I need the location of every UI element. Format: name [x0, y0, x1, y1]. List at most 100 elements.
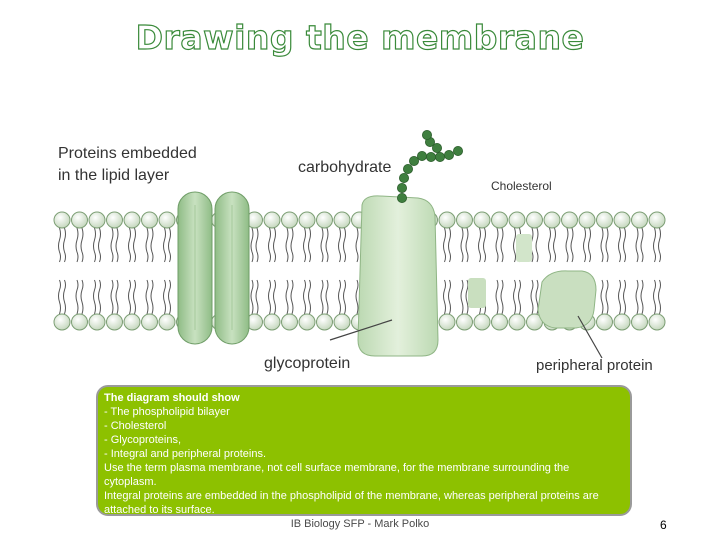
lipid-tail	[495, 227, 499, 263]
lipid-tail	[548, 227, 551, 263]
lipid-tail	[273, 279, 276, 315]
label-glycoprotein: glycoprotein	[264, 355, 350, 372]
lipid-tail	[483, 227, 486, 263]
lipid-tail	[308, 227, 311, 263]
notes-paragraph-integral-peripheral: Integral proteins are embedded in the ph…	[104, 490, 599, 516]
sugar-bead	[434, 151, 445, 162]
lipid-tail	[325, 227, 329, 263]
phospholipid-head	[333, 313, 351, 331]
lipid-tails-outer	[58, 227, 661, 263]
phospholipid-heads-outer	[53, 211, 666, 229]
lipid-tail	[465, 279, 469, 315]
phospholipid-head	[53, 313, 71, 331]
lipid-tail	[80, 227, 84, 263]
lipid-tail	[63, 227, 66, 263]
sugar-bead	[431, 142, 442, 153]
phospholipid-head	[281, 313, 298, 331]
lipid-tail	[343, 279, 346, 315]
phospholipid-head	[158, 313, 176, 331]
notes-box: The diagram should show - The phospholip…	[96, 385, 632, 516]
lipid-tail	[605, 227, 609, 263]
lipid-tail	[273, 227, 276, 263]
label-peripheral-protein: peripheral protein	[536, 357, 653, 374]
lipid-tail	[635, 227, 639, 263]
lipid-tail	[570, 227, 574, 263]
lipid-tail	[303, 227, 306, 263]
phospholipid-head	[53, 211, 71, 229]
phospholipid-head	[316, 313, 333, 331]
lipid-tail	[478, 227, 481, 263]
page-number: 6	[660, 518, 667, 532]
sugar-bead	[396, 183, 407, 194]
notes-item: - Integral and peripheral proteins.	[104, 448, 267, 460]
lipid-tail	[495, 279, 499, 315]
lipid-tail	[565, 227, 569, 263]
lipid-tail	[93, 227, 96, 263]
slide-footer: IB Biology SFP - Mark Polko	[290, 518, 430, 530]
lipid-tail	[443, 227, 446, 263]
lipid-tail	[63, 279, 66, 315]
lipid-tail	[623, 227, 626, 263]
phospholipid-head	[333, 211, 351, 229]
phospholipid-head	[491, 211, 508, 229]
phospholipid-head	[613, 211, 631, 229]
sugar-bead	[452, 145, 463, 156]
lipid-tail	[338, 279, 341, 315]
sugar-bead	[396, 193, 407, 204]
phospholipid-head	[596, 313, 613, 331]
lipid-tail	[255, 279, 259, 315]
lipid-tail	[448, 279, 451, 315]
lipid-tail	[163, 227, 166, 263]
sugar-bead	[416, 150, 427, 161]
phospholipid-head	[298, 211, 316, 229]
phospholipid-head	[631, 313, 648, 331]
phospholipid-head	[473, 211, 491, 229]
lipid-tail	[640, 279, 644, 315]
phospholipid-head	[613, 313, 631, 331]
lipid-tail	[553, 227, 556, 263]
phospholipid-head	[456, 211, 473, 229]
lipid-tail	[635, 279, 639, 315]
lipid-tail	[163, 279, 166, 315]
phospholipid-head	[561, 211, 578, 229]
lipid-tail	[320, 279, 324, 315]
lipid-tail	[150, 227, 154, 263]
lipid-tail	[605, 279, 609, 315]
phospholipid-head	[316, 211, 333, 229]
lipid-tail	[338, 227, 341, 263]
lipid-tail	[320, 227, 324, 263]
phospholipid-head	[508, 211, 526, 229]
phospholipid-head	[596, 211, 613, 229]
phospholipid-head	[438, 313, 456, 331]
lipid-tail	[58, 227, 61, 263]
lipid-tail	[343, 227, 346, 263]
lipid-tail	[145, 227, 149, 263]
sugar-bead	[425, 151, 436, 162]
lipid-tail	[150, 279, 154, 315]
carbohydrate-chain	[396, 130, 463, 204]
lipid-tail	[115, 227, 119, 263]
lipid-tail	[588, 227, 591, 263]
lipid-tail	[168, 279, 171, 315]
glycoprotein	[357, 195, 439, 357]
lipid-tail	[530, 279, 534, 315]
lipid-tail	[133, 279, 136, 315]
phospholipid-head	[526, 211, 543, 229]
lipid-tail	[75, 227, 79, 263]
lipid-tail	[600, 227, 604, 263]
lipid-tail	[128, 279, 131, 315]
phospholipid-head	[298, 313, 316, 331]
lipid-tail	[500, 227, 504, 263]
phospholipid-head	[158, 211, 176, 229]
lipid-tail	[168, 227, 171, 263]
lipid-tail	[255, 227, 259, 263]
lipid-tail	[618, 227, 621, 263]
lipid-tail	[58, 279, 61, 315]
lipid-tail	[500, 279, 504, 315]
lipid-tail	[285, 227, 289, 263]
phospholipid-head	[543, 211, 561, 229]
phospholipid-head	[263, 211, 281, 229]
phospholipid-head	[88, 211, 106, 229]
lipid-tail	[115, 279, 119, 315]
lipid-tail	[658, 279, 661, 315]
